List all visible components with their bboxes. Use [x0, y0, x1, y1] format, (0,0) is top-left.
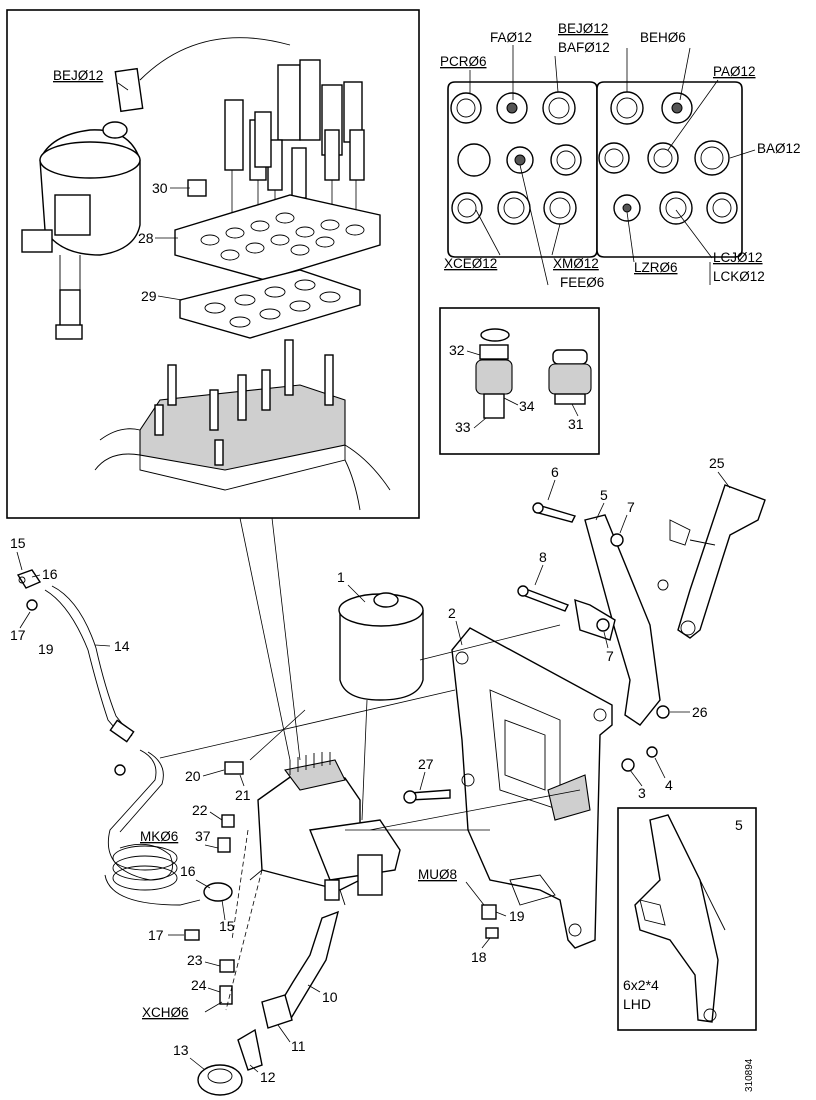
variant-side: LHD [623, 996, 651, 1012]
part-callout: 11 [291, 1038, 306, 1054]
connector-code: XCHØ6 [142, 1005, 189, 1020]
pipe-bundle [224, 59, 365, 250]
part-callout: 6 [551, 464, 559, 480]
part-callout: 3 [638, 785, 646, 801]
connector-code: BEJØ12 [53, 68, 103, 83]
connector-code: MKØ6 [140, 829, 178, 844]
connector-code: PAØ12 [713, 64, 756, 79]
connector-code: PCRØ6 [440, 54, 487, 69]
connector-code: FAØ12 [490, 30, 532, 45]
valve-block [249, 752, 401, 906]
part-callout: 18 [471, 949, 487, 965]
part-callout: 26 [692, 704, 708, 720]
fitting-detail-inset: 32 33 34 31 [439, 307, 600, 455]
connector-code: FEEØ6 [560, 275, 604, 290]
part-callout: 16 [42, 566, 58, 582]
part-callout: 16 [180, 863, 196, 879]
connector-code: MUØ8 [418, 867, 457, 882]
part-callout: 22 [192, 802, 208, 818]
variant-size-code: 6x2*4 [623, 977, 659, 993]
part-callout: 28 [138, 230, 154, 246]
part-callout: 33 [455, 419, 471, 435]
part-callout: 7 [606, 648, 614, 664]
part-callout: 1 [337, 569, 345, 585]
part-callout: 15 [10, 535, 26, 551]
part-callout: 12 [260, 1069, 276, 1085]
part-callout: 2 [448, 605, 456, 621]
part-callout: 17 [148, 927, 164, 943]
connector-code: BAFØ12 [558, 40, 610, 55]
connector-port-map: FAØ12 BEJØ12 BAFØ12 BEHØ6 PCRØ6 PAØ12 BA… [440, 21, 801, 290]
part-callout: 15 [219, 918, 235, 934]
drain-pipe [197, 910, 340, 1096]
oil-filter [338, 592, 424, 821]
connector-code: BEHØ6 [640, 30, 686, 45]
part-callout: 34 [519, 398, 535, 414]
part-callout: 24 [191, 977, 207, 993]
part-callout: 17 [10, 627, 26, 643]
part-callout: 32 [449, 342, 465, 358]
main-assembly [16, 484, 766, 1096]
connector-code: XCEØ12 [444, 256, 497, 271]
drawing-number: 310894 [744, 1058, 755, 1092]
part-callout: 8 [539, 549, 547, 565]
part-callout: 31 [568, 416, 584, 432]
connector-code: LCJØ12 [713, 250, 763, 265]
part-callout: 37 [195, 828, 211, 844]
part-callout: 27 [418, 756, 434, 772]
bolts [403, 502, 670, 804]
part-callout: 21 [235, 787, 251, 803]
part-callout: 14 [114, 638, 130, 654]
part-callout: 30 [152, 180, 168, 196]
part-callout: 5 [600, 487, 608, 503]
part-callout: 7 [627, 499, 635, 515]
part-callout: 25 [709, 455, 725, 471]
mounting-bracket [451, 627, 613, 949]
hose-assembly [16, 569, 201, 906]
connector-code: XMØ12 [553, 256, 599, 271]
lhd-variant-inset: 5 6x2*4 LHD [617, 807, 757, 1031]
part-callout: 20 [185, 768, 201, 784]
part-callout: 19 [509, 908, 525, 924]
part-callout: 19 [38, 641, 54, 657]
connector-code: LZRØ6 [634, 260, 678, 275]
connector-code: BEJØ12 [558, 21, 608, 36]
connector-code: LCKØ12 [713, 269, 765, 284]
part-callout: 10 [322, 989, 338, 1005]
part-callout: 13 [173, 1042, 189, 1058]
part-callout: 23 [187, 952, 203, 968]
arm-bracket [574, 484, 766, 726]
valve-block-detail-inset: BEJØ12 30 28 29 [6, 9, 420, 519]
small-fittings [184, 761, 499, 1011]
connector-code: BAØ12 [757, 141, 801, 156]
inset-callout: 5 [735, 817, 743, 833]
port-grid [450, 91, 738, 225]
part-callout: 4 [665, 777, 673, 793]
main-callouts: 1 2 3 4 5 6 7 7 8 10 11 12 13 14 15 15 1… [10, 455, 731, 1085]
part-callout: 29 [141, 288, 157, 304]
